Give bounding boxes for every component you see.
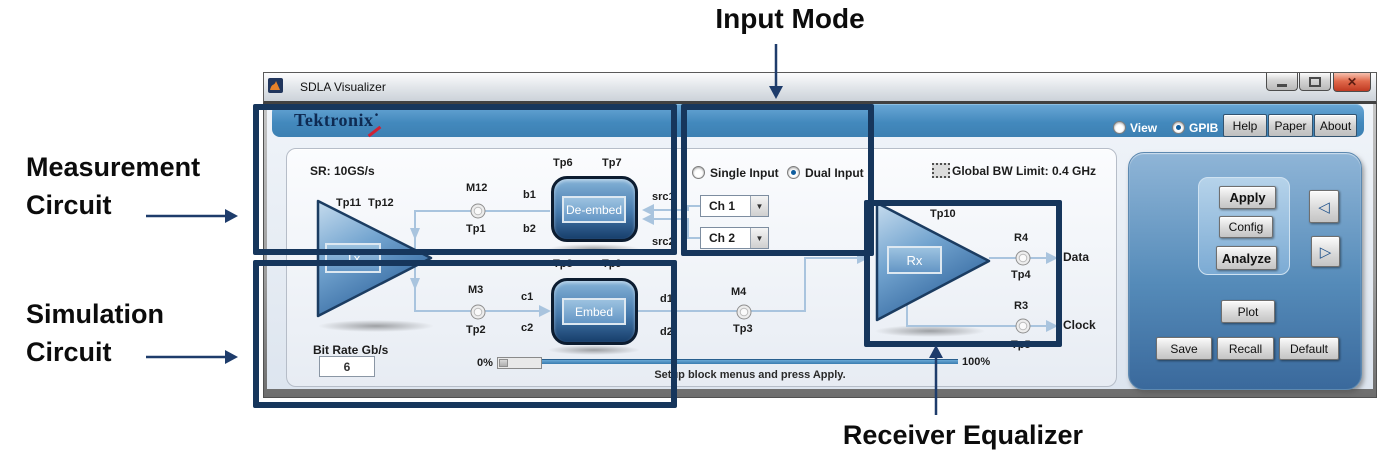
bw-limit-icon xyxy=(932,163,950,178)
annotation-line: Simulation xyxy=(26,299,165,329)
apply-button[interactable]: Apply xyxy=(1219,186,1276,209)
label-data: Data xyxy=(1063,250,1090,264)
bit-rate-input[interactable] xyxy=(319,356,375,377)
view-radio-label: View xyxy=(1130,121,1158,135)
bit-rate-label: Bit Rate Gb/s xyxy=(313,343,389,357)
radio-dot-icon xyxy=(1176,125,1181,130)
single-input-radio[interactable] xyxy=(692,166,705,179)
close-button[interactable]: ✕ xyxy=(1333,73,1371,92)
label-m4: M4 xyxy=(731,286,747,298)
progress-slider[interactable] xyxy=(497,357,542,369)
annotation-line: Circuit xyxy=(26,190,112,220)
label-tp6: Tp6 xyxy=(553,157,573,169)
label-clock: Clock xyxy=(1063,318,1096,332)
radio-dot-icon xyxy=(791,170,796,175)
gpib-radio[interactable] xyxy=(1172,121,1185,134)
annotation-simulation-circuit: Simulation Circuit xyxy=(26,295,164,371)
minimize-button[interactable] xyxy=(1266,73,1298,91)
annotation-input-mode: Input Mode xyxy=(715,3,865,34)
save-button[interactable]: Save xyxy=(1156,337,1212,360)
dual-input-label: Dual Input xyxy=(805,166,864,180)
label-tp3: Tp3 xyxy=(733,323,753,335)
dual-input-radio[interactable] xyxy=(787,166,800,179)
plot-button[interactable]: Plot xyxy=(1221,300,1275,323)
progress-end-label: 100% xyxy=(962,356,991,368)
status-text: Setup block menus and press Apply. xyxy=(654,369,846,381)
title-bar[interactable] xyxy=(263,72,1377,104)
view-radio[interactable] xyxy=(1113,121,1126,134)
label-tp4: Tp4 xyxy=(1011,269,1031,281)
bw-limit-label: Global BW Limit: 0.4 GHz xyxy=(952,164,1097,178)
default-button[interactable]: Default xyxy=(1279,337,1339,360)
next-button[interactable]: ▷ xyxy=(1311,236,1340,267)
channel2-value: Ch 2 xyxy=(709,231,736,245)
right-triangle-icon: ▷ xyxy=(1319,243,1332,261)
receiver-equalizer-rect xyxy=(864,200,1062,347)
chevron-down-icon[interactable]: ▼ xyxy=(750,228,768,248)
close-icon: ✕ xyxy=(1346,75,1358,89)
embed-block-button[interactable]: Embed xyxy=(562,298,626,325)
maximize-icon xyxy=(1309,76,1321,87)
channel2-dropdown[interactable]: Ch 2 ▼ xyxy=(700,227,769,249)
progress-bar xyxy=(542,359,958,364)
label-tp2: Tp2 xyxy=(466,324,486,336)
annotation-measurement-circuit: Measurement Circuit xyxy=(26,148,200,224)
config-button[interactable]: Config xyxy=(1219,216,1273,238)
label-src2: src2 xyxy=(652,236,675,248)
label-tp7: Tp7 xyxy=(602,157,622,169)
label-c2: c2 xyxy=(521,322,534,334)
prev-button[interactable]: ◁ xyxy=(1309,190,1339,223)
chevron-down-icon[interactable]: ▼ xyxy=(750,196,768,216)
label-d2: d2 xyxy=(660,326,673,338)
window-title: SDLA Visualizer xyxy=(300,80,386,94)
minimize-icon xyxy=(1277,83,1287,87)
help-button[interactable]: Help xyxy=(1223,114,1267,137)
label-r4: R4 xyxy=(1014,232,1029,244)
annotation-line: Measurement xyxy=(26,152,201,182)
input-mode-rect xyxy=(681,104,874,256)
label-src1: src1 xyxy=(652,191,675,203)
brand-logo: Tektronix˙ xyxy=(294,110,381,130)
channel1-dropdown[interactable]: Ch 1 ▼ xyxy=(700,195,769,217)
right-arrowhead-icon xyxy=(225,350,238,364)
analyze-button[interactable]: Analyze xyxy=(1216,246,1277,270)
simulation-circuit-rect xyxy=(253,260,677,408)
paper-button[interactable]: Paper xyxy=(1268,114,1313,137)
slider-thumb[interactable] xyxy=(499,359,508,367)
about-button[interactable]: About xyxy=(1314,114,1357,137)
maximize-button[interactable] xyxy=(1299,73,1331,91)
right-arrowhead-icon xyxy=(225,209,238,223)
gpib-radio-label: GPIB xyxy=(1189,121,1219,135)
recall-button[interactable]: Recall xyxy=(1217,337,1274,360)
channel1-value: Ch 1 xyxy=(709,199,736,213)
progress-start-label: 0% xyxy=(477,357,493,369)
annotation-line: Circuit xyxy=(26,337,112,367)
annotation-receiver-equalizer: Receiver Equalizer xyxy=(842,420,1084,450)
single-input-label: Single Input xyxy=(710,166,779,180)
label-b1: b1 xyxy=(523,189,536,201)
left-triangle-icon: ◁ xyxy=(1318,198,1330,216)
measurement-circuit-rect xyxy=(253,104,677,255)
sample-rate-label: SR: 10GS/s xyxy=(310,164,375,178)
label-m12: M12 xyxy=(466,182,488,194)
deembed-block-button[interactable]: De-embed xyxy=(562,196,626,223)
